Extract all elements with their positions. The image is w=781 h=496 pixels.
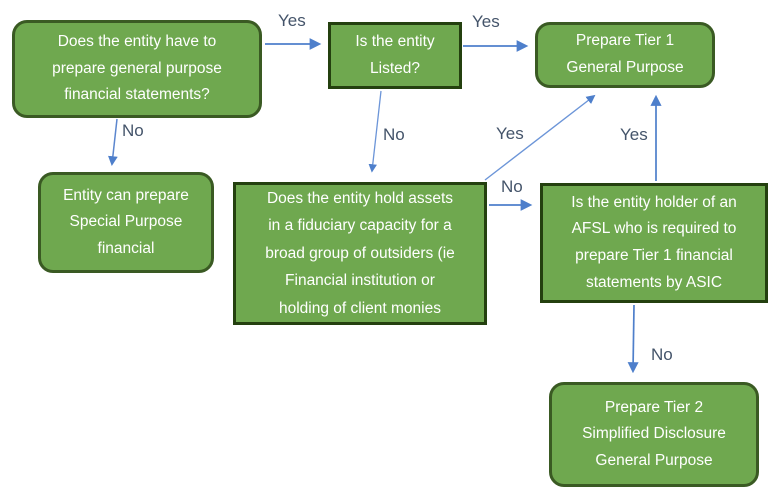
edge-label-listed-no: No — [383, 125, 405, 144]
edge-label-afsl-yes: Yes — [620, 125, 648, 144]
edge-label-afsl-no: No — [651, 345, 673, 364]
node-tier2-outcome: Prepare Tier 2 Simplified Disclosure Gen… — [549, 382, 759, 487]
node-tier1-outcome: Prepare Tier 1 General Purpose — [535, 22, 715, 88]
edge-label-listed-yes: Yes — [472, 12, 500, 31]
edge-label-fiduciary-no: No — [501, 177, 523, 196]
arrow-general-purpose-no — [108, 118, 118, 166]
node-special-purpose-outcome: Entity can prepare Special Purpose finan… — [38, 172, 214, 273]
node-is-listed-question: Is the entity Listed? — [328, 22, 462, 89]
node-afsl-question: Is the entity holder of an AFSL who is r… — [540, 183, 768, 303]
edge-label-general-purpose-yes: Yes — [278, 11, 306, 30]
arrow-fiduciary-yes — [484, 94, 596, 181]
arrow-afsl-no — [627, 304, 639, 374]
node-fiduciary-question: Does the entity hold assets in a fiducia… — [233, 182, 487, 325]
node-general-purpose-question: Does the entity have to prepare general … — [12, 20, 262, 118]
edge-label-general-purpose-no: No — [122, 121, 144, 140]
edge-label-fiduciary-yes: Yes — [496, 124, 524, 143]
arrow-listed-no — [368, 90, 382, 173]
